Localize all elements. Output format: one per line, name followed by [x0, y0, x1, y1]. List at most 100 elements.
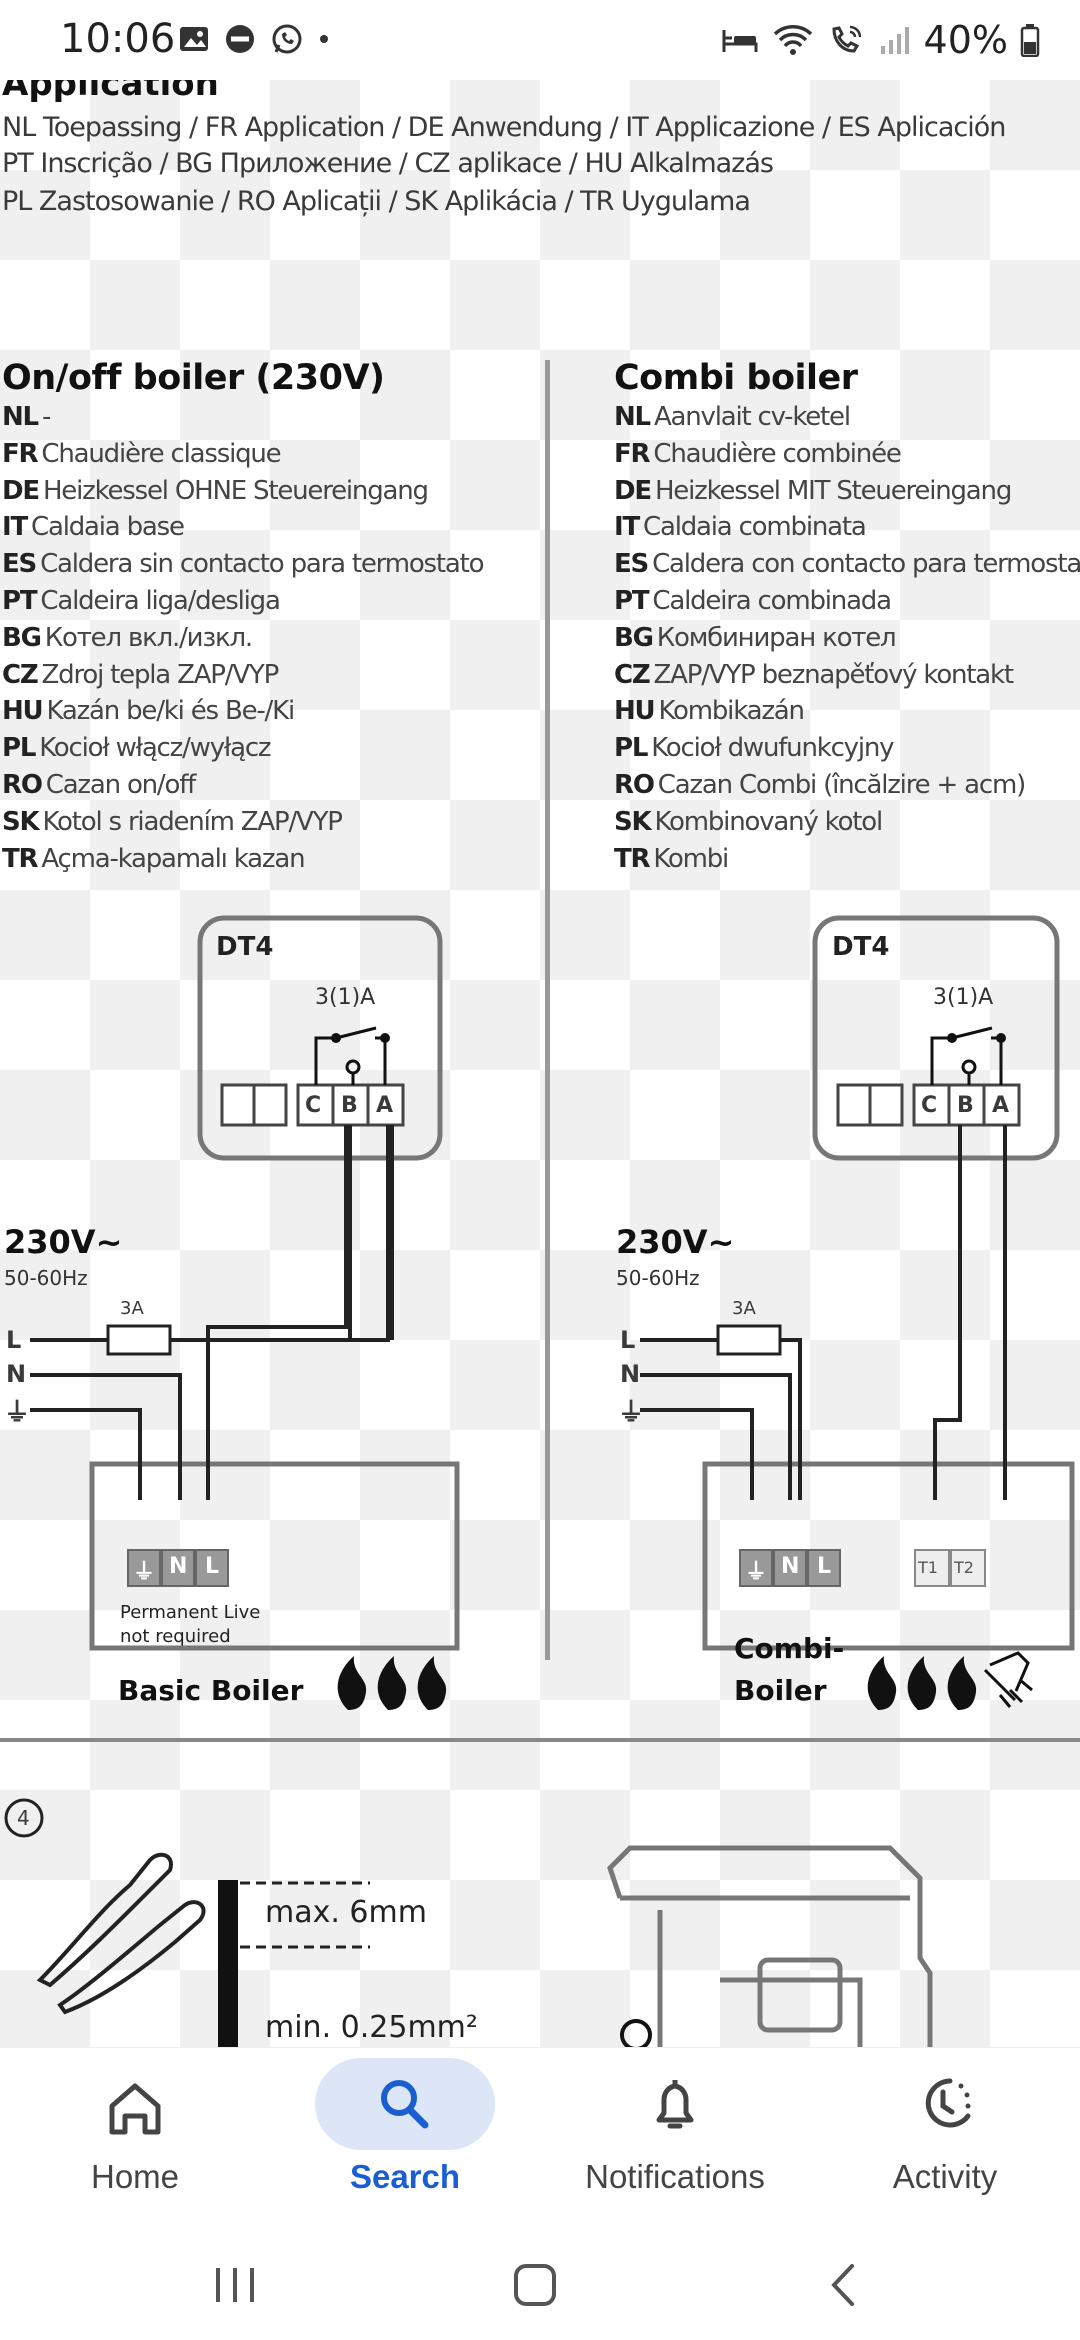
- nav-activity[interactable]: Activity: [810, 2048, 1080, 2231]
- on-off-boiler-lang-code: CZ: [2, 659, 39, 690]
- on-off-boiler-lang-text: Heizkessel OHNE Steuereingang: [42, 475, 429, 506]
- combi-boiler-lang-text: Heizkessel MIT Steuereingang: [654, 475, 1012, 506]
- document-image-view[interactable]: Application NL Toepassing / FR Applicati…: [0, 80, 1080, 2047]
- right-line-l: L: [620, 1326, 636, 1354]
- nav-notifications-label: Notifications: [585, 2158, 765, 2195]
- system-navigation-bar: [0, 2230, 1080, 2340]
- shower-icon: [983, 1651, 1033, 1708]
- on-off-boiler-lang-code: RO: [2, 770, 43, 800]
- combi-boiler-lang-code: DE: [614, 475, 652, 506]
- home-icon: [109, 2083, 161, 2135]
- basic-boiler-flames-icon: [337, 1656, 447, 1710]
- left-boiler-terminal-earth: ⏚: [133, 1560, 156, 1585]
- nav-search[interactable]: Search: [270, 2048, 540, 2231]
- right-thermostat-box: [812, 915, 1060, 1161]
- left-supply-voltage: 230V~: [4, 1223, 123, 1261]
- strip-length-label: max. 6mm: [265, 1895, 427, 1930]
- on-off-boiler-title: On/off boiler (230V): [2, 358, 385, 398]
- nav-notifications[interactable]: Notifications: [540, 2048, 810, 2231]
- on-off-boiler-lang-text: Kocioł włącz/wyłącz: [39, 733, 271, 764]
- on-off-boiler-lang-text: Caldaia base: [31, 512, 185, 543]
- bell-icon: [656, 2080, 694, 2129]
- nav-search-label: Search: [349, 2158, 461, 2195]
- combi-boiler-lang-code: TR: [614, 843, 651, 874]
- right-terminal-b: B: [957, 1093, 974, 1118]
- left-device-label: DT4: [216, 932, 274, 962]
- combi-boiler-lang-code: IT: [614, 512, 640, 543]
- activity-icon: [925, 2078, 971, 2128]
- section-divider: [0, 1738, 1080, 1742]
- combi-boiler-box: [702, 1461, 1075, 1651]
- on-off-boiler-lang-code: PT: [2, 586, 38, 616]
- basic-boiler-label: Basic Boiler: [118, 1674, 304, 1707]
- status-bar: 10:06 40%: [0, 0, 1080, 80]
- step-number: 4: [17, 1806, 30, 1830]
- right-boiler-terminal-l: L: [817, 1554, 832, 1579]
- application-translations-line-2: PT Inscrição / BG Приложение / CZ aplika…: [2, 148, 774, 179]
- whatsapp-icon: [272, 24, 302, 54]
- on-off-boiler-lang-code: TR: [2, 843, 39, 874]
- combi-boiler-lang-code: ES: [614, 549, 649, 580]
- right-terminal-c: C: [921, 1093, 938, 1118]
- left-terminal-a: A: [376, 1093, 394, 1118]
- left-terminal-b: B: [341, 1093, 358, 1118]
- left-supply-frequency: 50-60Hz: [4, 1266, 88, 1290]
- combi-boiler-lang-code: BG: [614, 622, 654, 653]
- column-divider: [545, 360, 550, 1660]
- on-off-boiler-lang-code: SK: [2, 806, 40, 837]
- application-translations-line-3: PL Zastosowanie / RO Aplicații / SK Apli…: [2, 186, 751, 217]
- combi-boiler-lang-text: Aanvlait cv-ketel: [653, 402, 851, 432]
- back-icon[interactable]: [820, 2260, 870, 2310]
- combi-boiler-lang-text: Caldeira combinada: [652, 586, 892, 616]
- basic-boiler-box: [89, 1461, 460, 1651]
- combi-boiler-lang-code: RO: [614, 770, 655, 800]
- right-boiler-terminal-n: N: [781, 1554, 800, 1579]
- permanent-live-note-line-1: Permanent Live: [120, 1602, 261, 1623]
- on-off-boiler-lang-code: FR: [2, 438, 39, 469]
- left-thermostat-box: [197, 915, 443, 1161]
- status-time: 10:06: [60, 16, 176, 62]
- wifi-calling-icon: [832, 25, 861, 53]
- on-off-boiler-lang-text: Kazán be/ki és Be-/Ki: [46, 696, 295, 727]
- right-supply-voltage: 230V~: [616, 1223, 735, 1261]
- combi-boiler-lang-text: Cazan Combi (încălzire + acm): [657, 770, 1026, 800]
- mounting-bracket-drawing: [607, 1845, 933, 2047]
- right-control-terminal-t2: T2: [954, 1558, 974, 1577]
- nav-home[interactable]: Home: [0, 2048, 270, 2231]
- on-off-boiler-lang-text: -: [41, 402, 51, 432]
- left-boiler-terminal-l: L: [205, 1554, 220, 1579]
- on-off-boiler-lang-text: Caldera sin contacto para termostato: [40, 549, 484, 580]
- on-off-boiler-lang-code: HU: [2, 696, 44, 727]
- right-line-n: N: [620, 1360, 641, 1388]
- right-line-earth: ⏚: [618, 1398, 645, 1428]
- combi-boiler-lang-code: NL: [614, 402, 651, 432]
- home-button-icon[interactable]: [510, 2260, 560, 2310]
- dot-icon: [320, 35, 328, 43]
- nav-home-label: Home: [90, 2158, 180, 2195]
- battery-icon: [1020, 24, 1040, 57]
- combi-boiler-lang-text: ZAP/VYP beznapěťový kontakt: [653, 659, 1015, 690]
- right-rating-label: 3(1)A: [933, 985, 994, 1010]
- bottom-navigation: Home Search Notifications Activity: [0, 2047, 1080, 2230]
- combi-boiler-lang-code: FR: [614, 438, 651, 469]
- nav-search-active-pill: [315, 2058, 495, 2150]
- right-supply-frequency: 50-60Hz: [616, 1266, 700, 1290]
- on-off-boiler-translation-nl: NL-: [2, 402, 51, 432]
- left-terminal-c: C: [305, 1093, 322, 1118]
- on-off-boiler-lang-code: BG: [2, 622, 42, 653]
- recent-apps-icon[interactable]: [210, 2260, 260, 2310]
